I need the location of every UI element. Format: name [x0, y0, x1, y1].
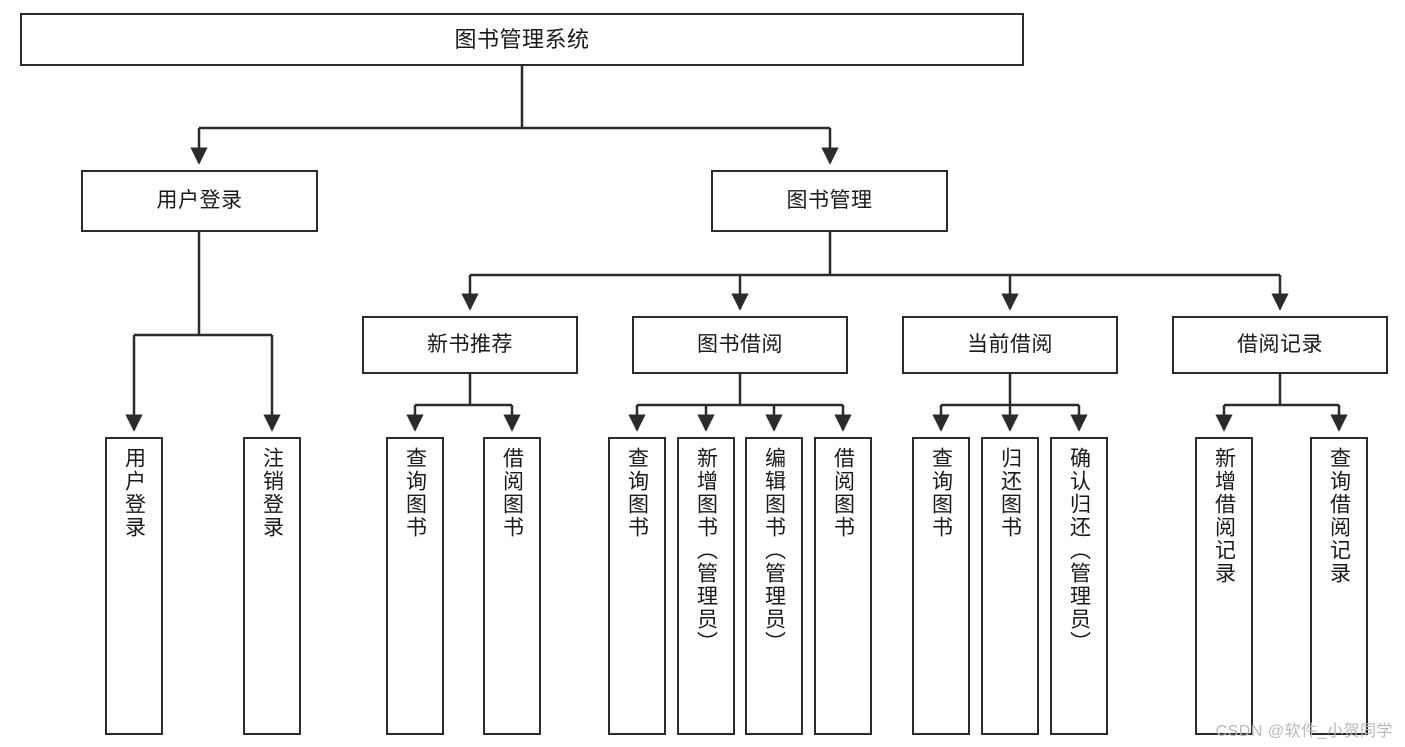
node-leaf-query-book-2-label: 查询图书 — [625, 447, 649, 539]
node-book-management[interactable]: 图书管理 — [711, 170, 948, 232]
node-leaf-query-book-2[interactable]: 查询图书 — [608, 437, 666, 735]
watermark-text: CSDN @软件_小贺同学 — [1215, 723, 1393, 740]
node-leaf-return-book[interactable]: 归还图书 — [981, 437, 1039, 735]
node-current-borrow[interactable]: 当前借阅 — [902, 316, 1118, 374]
node-leaf-confirm-return[interactable]: 确认归还（管理员） — [1050, 437, 1108, 735]
node-borrow-records-label: 借阅记录 — [1237, 332, 1323, 356]
node-leaf-query-record[interactable]: 查询借阅记录 — [1310, 437, 1368, 735]
node-leaf-query-book-3[interactable]: 查询图书 — [912, 437, 970, 735]
node-leaf-add-book[interactable]: 新增图书（管理员） — [677, 437, 735, 735]
node-user-login[interactable]: 用户登录 — [81, 170, 318, 232]
node-user-login-label: 用户登录 — [156, 188, 243, 212]
node-leaf-user-login[interactable]: 用户登录 — [105, 437, 163, 735]
node-leaf-query-book-3-label: 查询图书 — [929, 447, 953, 539]
node-borrow-records[interactable]: 借阅记录 — [1172, 316, 1388, 374]
node-leaf-add-book-label: 新增图书（管理员） — [694, 447, 718, 654]
node-leaf-borrow-book-2-label: 借阅图书 — [831, 447, 855, 539]
node-new-book-recommend-label: 新书推荐 — [427, 332, 513, 356]
node-leaf-query-book-1[interactable]: 查询图书 — [386, 437, 444, 735]
node-leaf-user-logout[interactable]: 注销登录 — [243, 437, 301, 735]
node-leaf-return-book-label: 归还图书 — [998, 447, 1022, 539]
node-leaf-user-login-label: 用户登录 — [122, 447, 146, 539]
node-current-borrow-label: 当前借阅 — [967, 332, 1053, 356]
node-book-borrow-label: 图书借阅 — [697, 332, 783, 356]
node-leaf-edit-book-label: 编辑图书（管理员） — [762, 447, 786, 654]
node-book-management-label: 图书管理 — [786, 188, 873, 212]
node-leaf-borrow-book-2[interactable]: 借阅图书 — [814, 437, 872, 735]
node-leaf-user-logout-label: 注销登录 — [260, 447, 284, 539]
node-leaf-edit-book[interactable]: 编辑图书（管理员） — [745, 437, 803, 735]
node-leaf-confirm-return-label: 确认归还（管理员） — [1067, 447, 1091, 654]
node-new-book-recommend[interactable]: 新书推荐 — [362, 316, 578, 374]
node-leaf-add-record-label: 新增借阅记录 — [1212, 447, 1236, 585]
node-root-label: 图书管理系统 — [454, 26, 590, 52]
node-leaf-borrow-book-1[interactable]: 借阅图书 — [483, 437, 541, 735]
node-root[interactable]: 图书管理系统 — [20, 13, 1024, 66]
node-leaf-query-record-label: 查询借阅记录 — [1327, 447, 1351, 585]
node-leaf-borrow-book-1-label: 借阅图书 — [500, 447, 524, 539]
node-leaf-query-book-1-label: 查询图书 — [403, 447, 427, 539]
node-leaf-add-record[interactable]: 新增借阅记录 — [1195, 437, 1253, 735]
node-book-borrow[interactable]: 图书借阅 — [632, 316, 848, 374]
